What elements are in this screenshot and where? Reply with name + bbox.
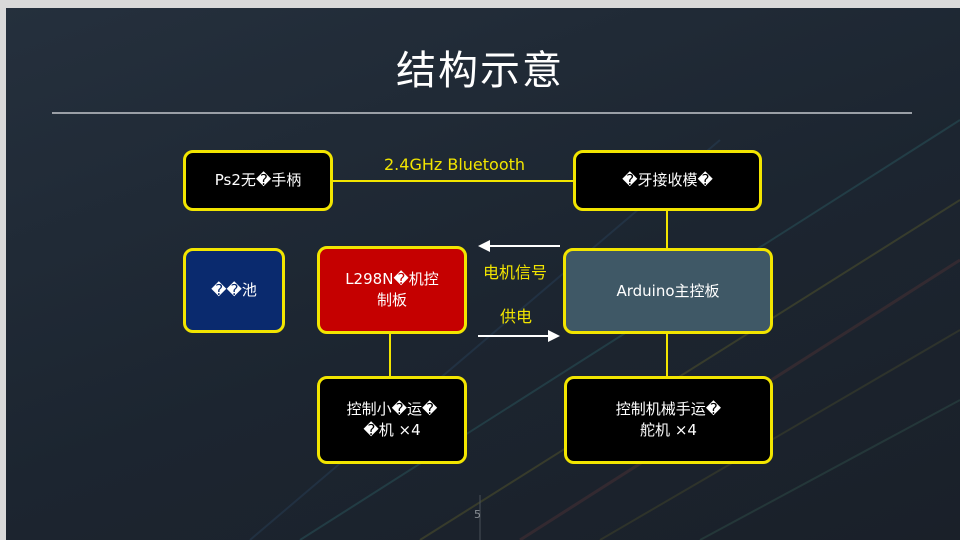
arm-servo-control-box: 控制机械手运� 舵机 ×4: [564, 376, 773, 464]
title-divider: [52, 112, 912, 114]
slide-title: 结构示意: [396, 48, 564, 94]
l298n-driver-board-box: L298N�机控 制板: [317, 246, 467, 334]
arduino-main-board-box: Arduino主控板: [563, 248, 773, 334]
ps2-controller-box: Ps2无�手柄: [183, 150, 333, 211]
car-motor-control-box: 控制小�运� �机 ×4: [317, 376, 467, 464]
battery-box: ��池: [183, 248, 285, 333]
bluetooth-receiver-box: �牙接收模�: [573, 150, 762, 211]
wireless-protocol-label: 2.4GHz Bluetooth: [384, 155, 526, 174]
motor-signal-label: 电机信号: [483, 263, 548, 282]
left-frame-bar: [0, 0, 6, 540]
top-frame-bar: [0, 0, 960, 8]
page-number: 5: [474, 508, 481, 521]
power-supply-label: 供电: [500, 307, 533, 326]
